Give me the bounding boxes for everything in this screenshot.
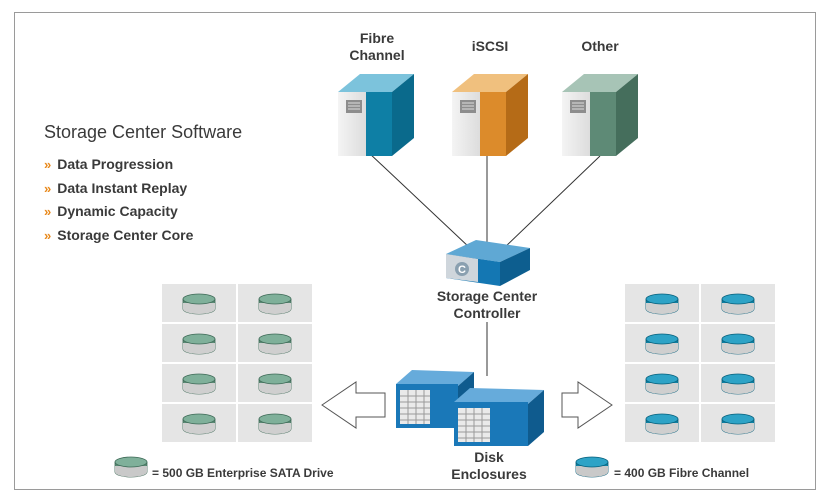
connection-lines: [367, 151, 601, 376]
server-label-other: Other: [581, 38, 619, 54]
drive-icon: [258, 333, 292, 355]
bullet-marker-icon: »: [44, 204, 52, 219]
legend-sata-drive-icon: [114, 456, 148, 478]
drive-icon: [721, 413, 755, 435]
diagram-frame: [14, 12, 816, 490]
fc-drive-grid: [625, 284, 775, 442]
drive-icon: [258, 413, 292, 435]
controller-badge: C: [458, 264, 466, 276]
feature-item: »Data Instant Replay: [44, 179, 188, 196]
legend-fc-text: = 400 GB Fibre Channel: [614, 466, 750, 480]
server-label-iscsi: iSCSI: [471, 38, 509, 54]
drive-icon: [258, 293, 292, 315]
bullet-marker-icon: »: [44, 180, 52, 196]
legend-sata-text: = 500 GB Enterprise SATA Drive: [152, 466, 334, 480]
server-label-fibre-channel: Fibre Channel: [349, 30, 405, 63]
drive-icon: [182, 373, 216, 395]
drive-icon: [721, 333, 755, 355]
server-fibre-channel-icon: [338, 74, 414, 156]
software-title: Storage Center Software: [44, 122, 243, 142]
drive-icon: [645, 333, 679, 355]
controller-label: Storage Center Controller: [436, 288, 538, 321]
drive-icon: [258, 373, 292, 395]
link-fibre-channel: [367, 151, 471, 249]
server-iscsi-icon: [452, 74, 528, 156]
bullet-marker-icon: »: [44, 227, 52, 243]
drive-icon: [182, 413, 216, 435]
drive-icon: [721, 293, 755, 315]
legend-fc-drive-icon: [575, 456, 609, 478]
drive-icon: [182, 293, 216, 315]
link-other: [503, 155, 601, 249]
drive-icon: [721, 373, 755, 395]
disk-enclosure-icon: [396, 370, 544, 446]
drive-icon: [645, 293, 679, 315]
arrow-right-icon: [561, 381, 613, 429]
storage-controller-icon: C: [446, 240, 530, 286]
drive-icon: [645, 373, 679, 395]
enclosures-label: Disk Enclosures: [451, 449, 527, 482]
feature-item: »Data Progression: [44, 156, 174, 172]
feature-item: »Storage Center Core: [44, 226, 194, 243]
drive-icon: [645, 413, 679, 435]
feature-list: »Data Progression »Data Instant Replay »…: [44, 156, 193, 250]
server-other-icon: [562, 74, 638, 156]
sata-drive-grid: [162, 284, 312, 442]
feature-item: »Dynamic Capacity: [44, 203, 178, 219]
arrow-left-icon: [321, 381, 386, 429]
bullet-marker-icon: »: [44, 157, 52, 172]
drive-icon: [182, 333, 216, 355]
